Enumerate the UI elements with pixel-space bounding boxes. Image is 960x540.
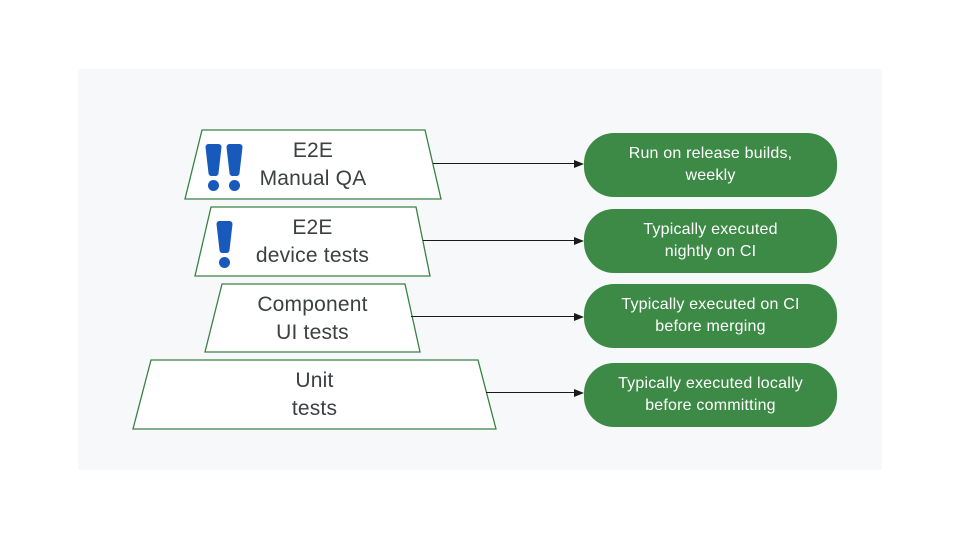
level-label-line2: Manual QA (259, 167, 367, 190)
trapezoid-component-ui-tests (204, 283, 421, 353)
level-label-line1: E2E (292, 139, 334, 162)
trapezoid-unit-tests (132, 359, 497, 430)
arrow-head-component-ui-tests (574, 312, 584, 321)
arrow-e2e-device-tests (423, 240, 575, 241)
arrow-e2e-manual-qa (433, 163, 575, 164)
trapezoid-e2e-manual-qa (184, 129, 442, 200)
level-label-component-ui-tests: Component UI tests (204, 285, 421, 352)
level-label-line2: tests (291, 397, 338, 420)
note-line2: nightly on CI (664, 243, 757, 260)
note-line2: before committing (645, 397, 776, 414)
level-label-line1: E2E (292, 216, 333, 239)
level-label-line1: Unit (295, 369, 334, 392)
note-e2e-device-tests: Typically executed nightly on CI (584, 209, 837, 273)
note-e2e-manual-qa: Run on release builds, weekly (584, 133, 837, 197)
level-label-line1: Component (257, 292, 368, 316)
note-line2: before merging (655, 318, 766, 335)
double-exclamation-icon (205, 144, 243, 191)
note-unit-tests: Typically executed locally before commit… (584, 363, 837, 427)
level-label-line2: device tests (255, 244, 370, 267)
arrow-head-e2e-device-tests (574, 236, 584, 245)
level-label-e2e-manual-qa: E2E Manual QA (184, 131, 442, 199)
single-exclamation-icon (216, 221, 233, 268)
arrow-component-ui-tests (411, 316, 575, 317)
note-line2: weekly (685, 167, 736, 184)
note-component-ui-tests: Typically executed on CI before merging (584, 284, 837, 348)
level-label-e2e-device-tests: E2E device tests (194, 208, 431, 276)
note-line1: Run on release builds, (628, 145, 793, 162)
trapezoid-e2e-device-tests (194, 206, 431, 277)
note-line1: Typically executed on CI (621, 296, 800, 313)
arrow-head-e2e-manual-qa (574, 159, 584, 168)
arrow-head-unit-tests (574, 388, 584, 397)
note-line1: Typically executed locally (618, 375, 803, 392)
note-line1: Typically executed (643, 221, 778, 238)
arrow-unit-tests (486, 392, 575, 393)
level-label-unit-tests: Unit tests (132, 361, 497, 429)
level-label-line2: UI tests (276, 320, 349, 344)
